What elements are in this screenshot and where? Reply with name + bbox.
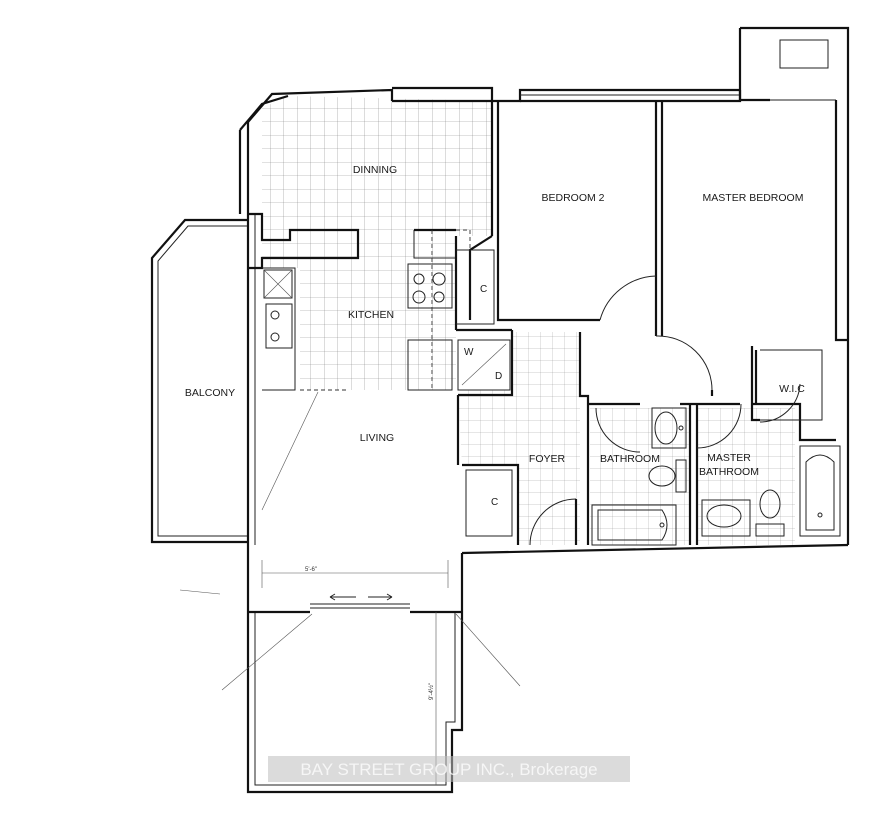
interior-walls	[454, 101, 836, 546]
watermark-text: BAY STREET GROUP INC., Brokerage	[300, 760, 597, 779]
room-label-master-bedroom: MASTER BEDROOM	[703, 192, 804, 204]
room-label-master-bathroom-line-2: BATHROOM	[699, 466, 759, 478]
room-label-kitchen: KITCHEN	[348, 309, 394, 321]
watermark-backdrop	[268, 756, 630, 782]
dryer-label: D	[495, 371, 502, 382]
closet-label-foyer: C	[491, 497, 498, 508]
sliding-door	[329, 593, 393, 601]
balcony-outline	[150, 214, 256, 545]
room-label-master-bathroom-line-1: MASTER	[707, 452, 751, 464]
exterior-walls	[238, 26, 850, 794]
washer-label: W	[464, 347, 474, 358]
dimension-lines: 5'-6" 9'-4½"	[261, 560, 449, 785]
room-label-dinning: DINNING	[353, 164, 397, 176]
kitchen-counters	[248, 212, 471, 391]
room-label-foyer: FOYER	[529, 453, 566, 465]
room-labels: DINNING KITCHEN BALCONY LIVING BEDROOM 2…	[185, 164, 805, 478]
dimension-height-label: 9'-4½"	[428, 683, 435, 700]
room-label-wic: W.I.C	[779, 383, 805, 395]
room-label-bathroom: BATHROOM	[600, 453, 660, 465]
tile-floor-foyer	[458, 332, 795, 545]
fixture-labels: C C W D	[464, 284, 502, 508]
tile-floor-dining-kitchen	[262, 96, 492, 390]
room-label-balcony: BALCONY	[185, 387, 235, 399]
room-label-bedroom-2: BEDROOM 2	[541, 192, 604, 204]
dimension-width-label: 5'-6"	[305, 567, 317, 573]
bathroom-fixtures	[591, 407, 841, 546]
room-label-living: LIVING	[360, 432, 394, 444]
closet-label-kitchen: C	[480, 284, 487, 295]
pointer-lines	[179, 391, 521, 691]
